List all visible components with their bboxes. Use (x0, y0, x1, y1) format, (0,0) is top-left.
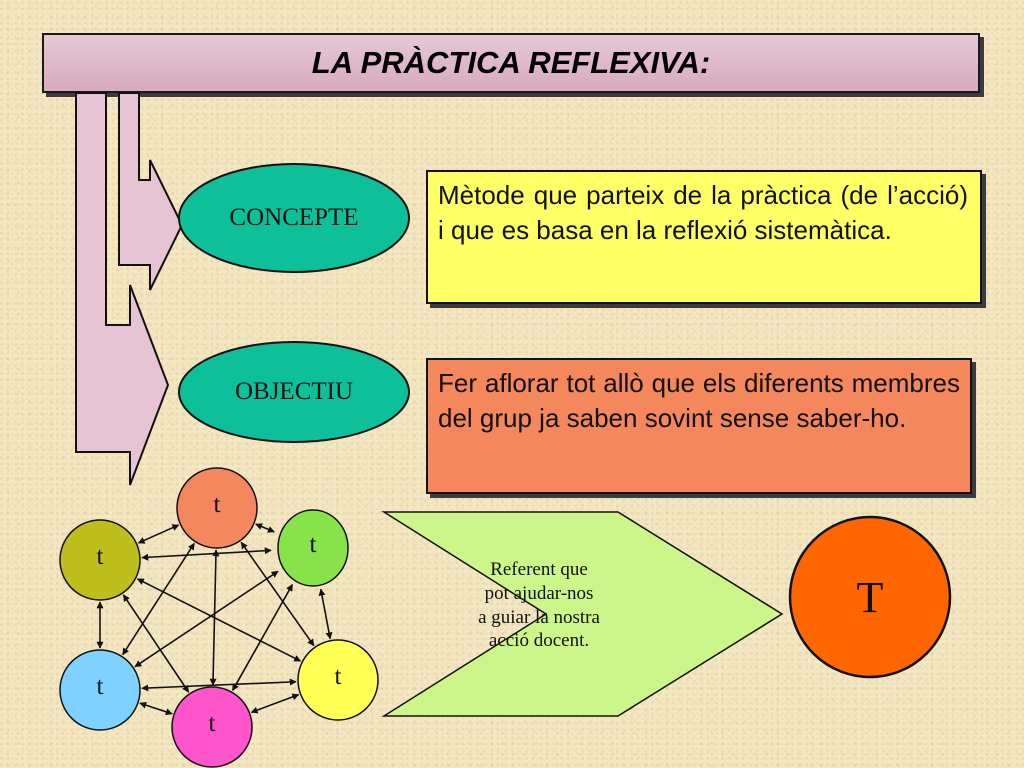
concept-ellipse (178, 163, 410, 273)
network-node-label: t (208, 710, 216, 737)
referent-text: Referent que pot ajudar-nos a guiar la n… (434, 558, 644, 653)
bracket-arrow-concept (118, 92, 184, 291)
network-node (297, 639, 379, 721)
network-nodes (59, 467, 379, 768)
network-edge (137, 524, 180, 544)
network-node (171, 686, 253, 768)
objective-description: Fer aflorar tot allò que els diferents m… (438, 368, 960, 433)
network-edges (96, 523, 333, 716)
network-node (277, 509, 349, 587)
bracket-arrow-objective (75, 92, 170, 486)
network-node-label: t (96, 543, 104, 570)
referent-line-1: Referent que (490, 559, 588, 580)
referent-line-4: acció docent. (488, 630, 590, 652)
network-edge (141, 547, 272, 561)
network-edge (122, 594, 190, 693)
concept-description: Mètode que parteix de la pràctica (de l’… (438, 180, 968, 245)
network-edge (250, 693, 300, 714)
network-node-label: t (213, 491, 221, 518)
concept-description-box: Mètode que parteix de la pràctica (de l’… (426, 170, 982, 304)
network-node-label: t (96, 673, 104, 700)
network-node (59, 649, 141, 731)
title-bar: LA PRÀCTICA REFLEXIVA: (42, 33, 980, 93)
objective-label: OBJECTIU (234, 378, 354, 405)
network-edge (318, 588, 333, 640)
target-circle (788, 515, 952, 679)
objective-ellipse (178, 341, 410, 443)
network-node (176, 467, 258, 549)
network-edge (139, 701, 173, 716)
page-title: LA PRÀCTICA REFLEXIVA: (311, 45, 711, 80)
objective-description-box: Fer aflorar tot allò que els diferents m… (426, 358, 972, 494)
referent-line-3: a guiar la nostra (478, 606, 600, 628)
target-label: T (856, 572, 884, 622)
network-edge (255, 523, 275, 533)
concept-label: CONCEPTE (229, 204, 359, 231)
network-node (59, 519, 141, 601)
referent-arrow (381, 511, 784, 717)
network-edge (231, 583, 294, 692)
network-node-label: t (309, 531, 317, 558)
referent-line-2: pot ajudar-nos (484, 582, 594, 604)
network-edge (134, 570, 279, 668)
network-edge (136, 578, 302, 662)
network-node-label: t (334, 663, 342, 690)
